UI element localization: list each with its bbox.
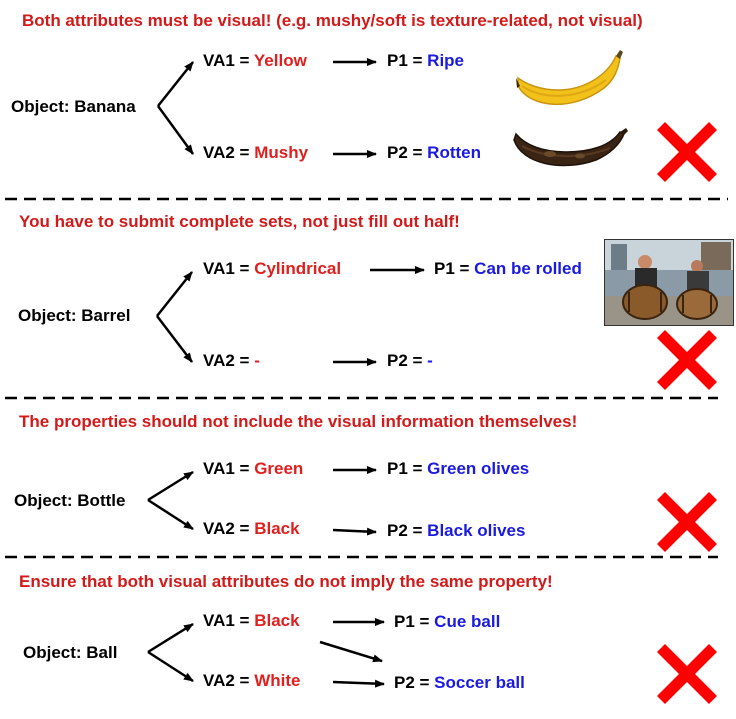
branch-arrows-bottle xyxy=(147,466,377,536)
object-label: Object: Barrel xyxy=(18,306,131,325)
cross-mark-icon xyxy=(657,330,717,390)
branch-arrows-ball xyxy=(147,618,385,688)
p2-row: P2 = Soccer ball xyxy=(394,673,525,692)
section-3-heading: The properties should not include the vi… xyxy=(19,412,578,431)
branch-arrows-banana xyxy=(156,58,377,158)
p1-row: P1 = Green olives xyxy=(387,459,530,478)
p1-row: P1 = Ripe xyxy=(387,51,465,70)
cross-mark-icon xyxy=(657,644,717,704)
p2-row: P2 = - xyxy=(387,351,433,370)
va2-row: VA2 = White xyxy=(203,671,301,690)
section-2-heading: You have to submit complete sets, not ju… xyxy=(19,212,460,231)
p1-row: P1 = Cue ball xyxy=(394,612,501,631)
object-label: Object: Bottle xyxy=(14,491,126,510)
va1-row: VA1 = Yellow xyxy=(203,51,307,70)
va1-row: VA1 = Black xyxy=(203,611,300,630)
va2-row: VA2 = - xyxy=(203,351,260,370)
p2-row: P2 = Black olives xyxy=(387,521,526,540)
p1-row: P1 = Can be rolled xyxy=(434,259,582,278)
rotten-banana-image xyxy=(513,128,628,167)
object-label: Object: Banana xyxy=(11,97,136,116)
va1-row: VA1 = Green xyxy=(203,459,304,478)
p2-row: P2 = Rotten xyxy=(387,143,481,162)
va2-row: VA2 = Mushy xyxy=(203,143,309,162)
branch-arrows-barrel xyxy=(156,266,425,366)
section-4-heading: Ensure that both visual attributes do no… xyxy=(19,572,553,591)
object-label: Object: Ball xyxy=(23,643,118,662)
va1-row: VA1 = Cylindrical xyxy=(203,259,342,278)
yellow-banana-image xyxy=(516,50,623,106)
cross-mark-icon xyxy=(657,122,717,182)
cross-mark-icon xyxy=(657,492,717,552)
va2-row: VA2 = Black xyxy=(203,519,300,538)
section-1-heading: Both attributes must be visual! (e.g. mu… xyxy=(22,11,643,30)
barrel-rolling-photo xyxy=(604,239,734,326)
